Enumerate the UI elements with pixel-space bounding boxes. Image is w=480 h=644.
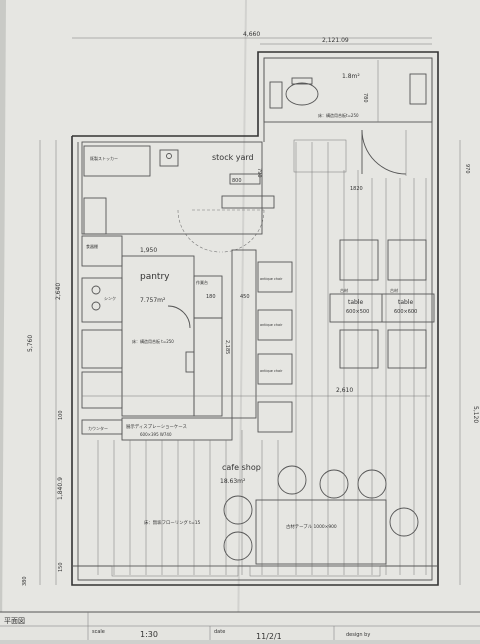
pantry-floor-note: 床：構造用合板 t=250 [132,338,174,344]
showcase-label: 展示ディスプレーショーケース [126,423,187,430]
round-stool [223,495,253,525]
dim-1820: 1820 [350,186,363,192]
toilet-bowl [285,82,319,106]
round-stool [389,507,419,537]
dim-left-upper: 2,640 [55,283,62,300]
date-label: date [214,629,225,635]
dim-top-total: 4,660 [243,31,260,38]
toilet-room [263,57,433,123]
round-stool [319,469,349,499]
toilet-dim: 780 [362,93,368,103]
stock-yard-room [81,141,263,235]
dim-380: 380 [22,576,28,586]
room-stock-yard: stock yard [212,153,254,162]
dim-2610: 2,610 [336,387,353,394]
design-label: design by [346,632,370,638]
drawing-name: 平面図 [4,617,25,625]
date-value: 11/2/1 [256,632,282,640]
chair [339,329,379,369]
dim-790: 790 [256,168,262,178]
long-table-label: 古材テーブル 1000×900 [286,523,337,530]
table-a-label: table [348,299,364,306]
counter-label: カウンター [88,425,108,431]
room-pantry: pantry [140,272,170,282]
chair-label-1: antique chair [260,277,283,281]
dim-right-total: 5,120 [472,406,479,423]
chair [257,261,293,293]
chair [257,401,293,433]
chair [339,239,379,281]
chair-label-3: antique chair [260,369,283,373]
dim-100: 100 [58,410,64,420]
pantry-area: 7.757m² [140,297,166,304]
table-b-size: 600×600 [394,309,417,315]
scale-label: scale [92,629,105,635]
chair [257,353,293,385]
sink-label: シンク [104,295,116,301]
dish-shelf-label: 食器棚 [86,243,98,249]
paper-fold [237,0,247,641]
toilet-floor-note: 床：構造用合板t=250 [318,112,359,118]
table-b-label: table [398,299,414,306]
dim-top-right: 2,121.09 [322,37,349,44]
dim-800: 800 [232,178,242,184]
counter-top [231,249,257,419]
dim-left-total: 5,760 [27,335,34,352]
dim-1950: 1,950 [140,247,157,254]
work-table [193,317,223,417]
table-a-size: 600×500 [346,309,369,315]
storage-unit-label: 既製ストッカー [90,155,118,161]
scale-value: 1:30 [140,630,158,639]
chair [257,309,293,341]
showcase [121,417,233,441]
door-swing-toilet [361,129,407,175]
chair [387,329,427,369]
round-stool [277,465,307,495]
door-swing-stock [177,209,221,253]
round-stool [357,469,387,499]
cafe-floor-note: 床：無垢フローリング t=15 [144,519,200,526]
building-outline [71,51,439,586]
long-table [255,499,387,565]
dim-450: 450 [240,294,250,300]
toilet-area: 1.8m² [342,73,360,80]
chair [387,239,427,281]
dim-150: 150 [58,562,64,572]
old-wood-label-1: 古材 [340,287,348,293]
room-cafe-shop: cafe shop [222,463,261,472]
round-stool [223,531,253,561]
dim-2185: 2,185 [224,340,230,354]
cafe-area: 18.63m² [220,478,246,485]
work-table-label: 作業台 [196,279,208,285]
chair-label-2: antique chair [260,323,283,327]
dim-right-upper: 970 [464,164,470,174]
dim-left-lower: 1,840.9 [57,477,64,500]
old-wood-label-2: 古材 [390,287,398,293]
cabinet-upper [81,235,123,267]
toilet-sink [409,73,427,105]
dim-180: 180 [206,294,216,300]
showcase-size: 600×395 W740 [140,432,172,437]
